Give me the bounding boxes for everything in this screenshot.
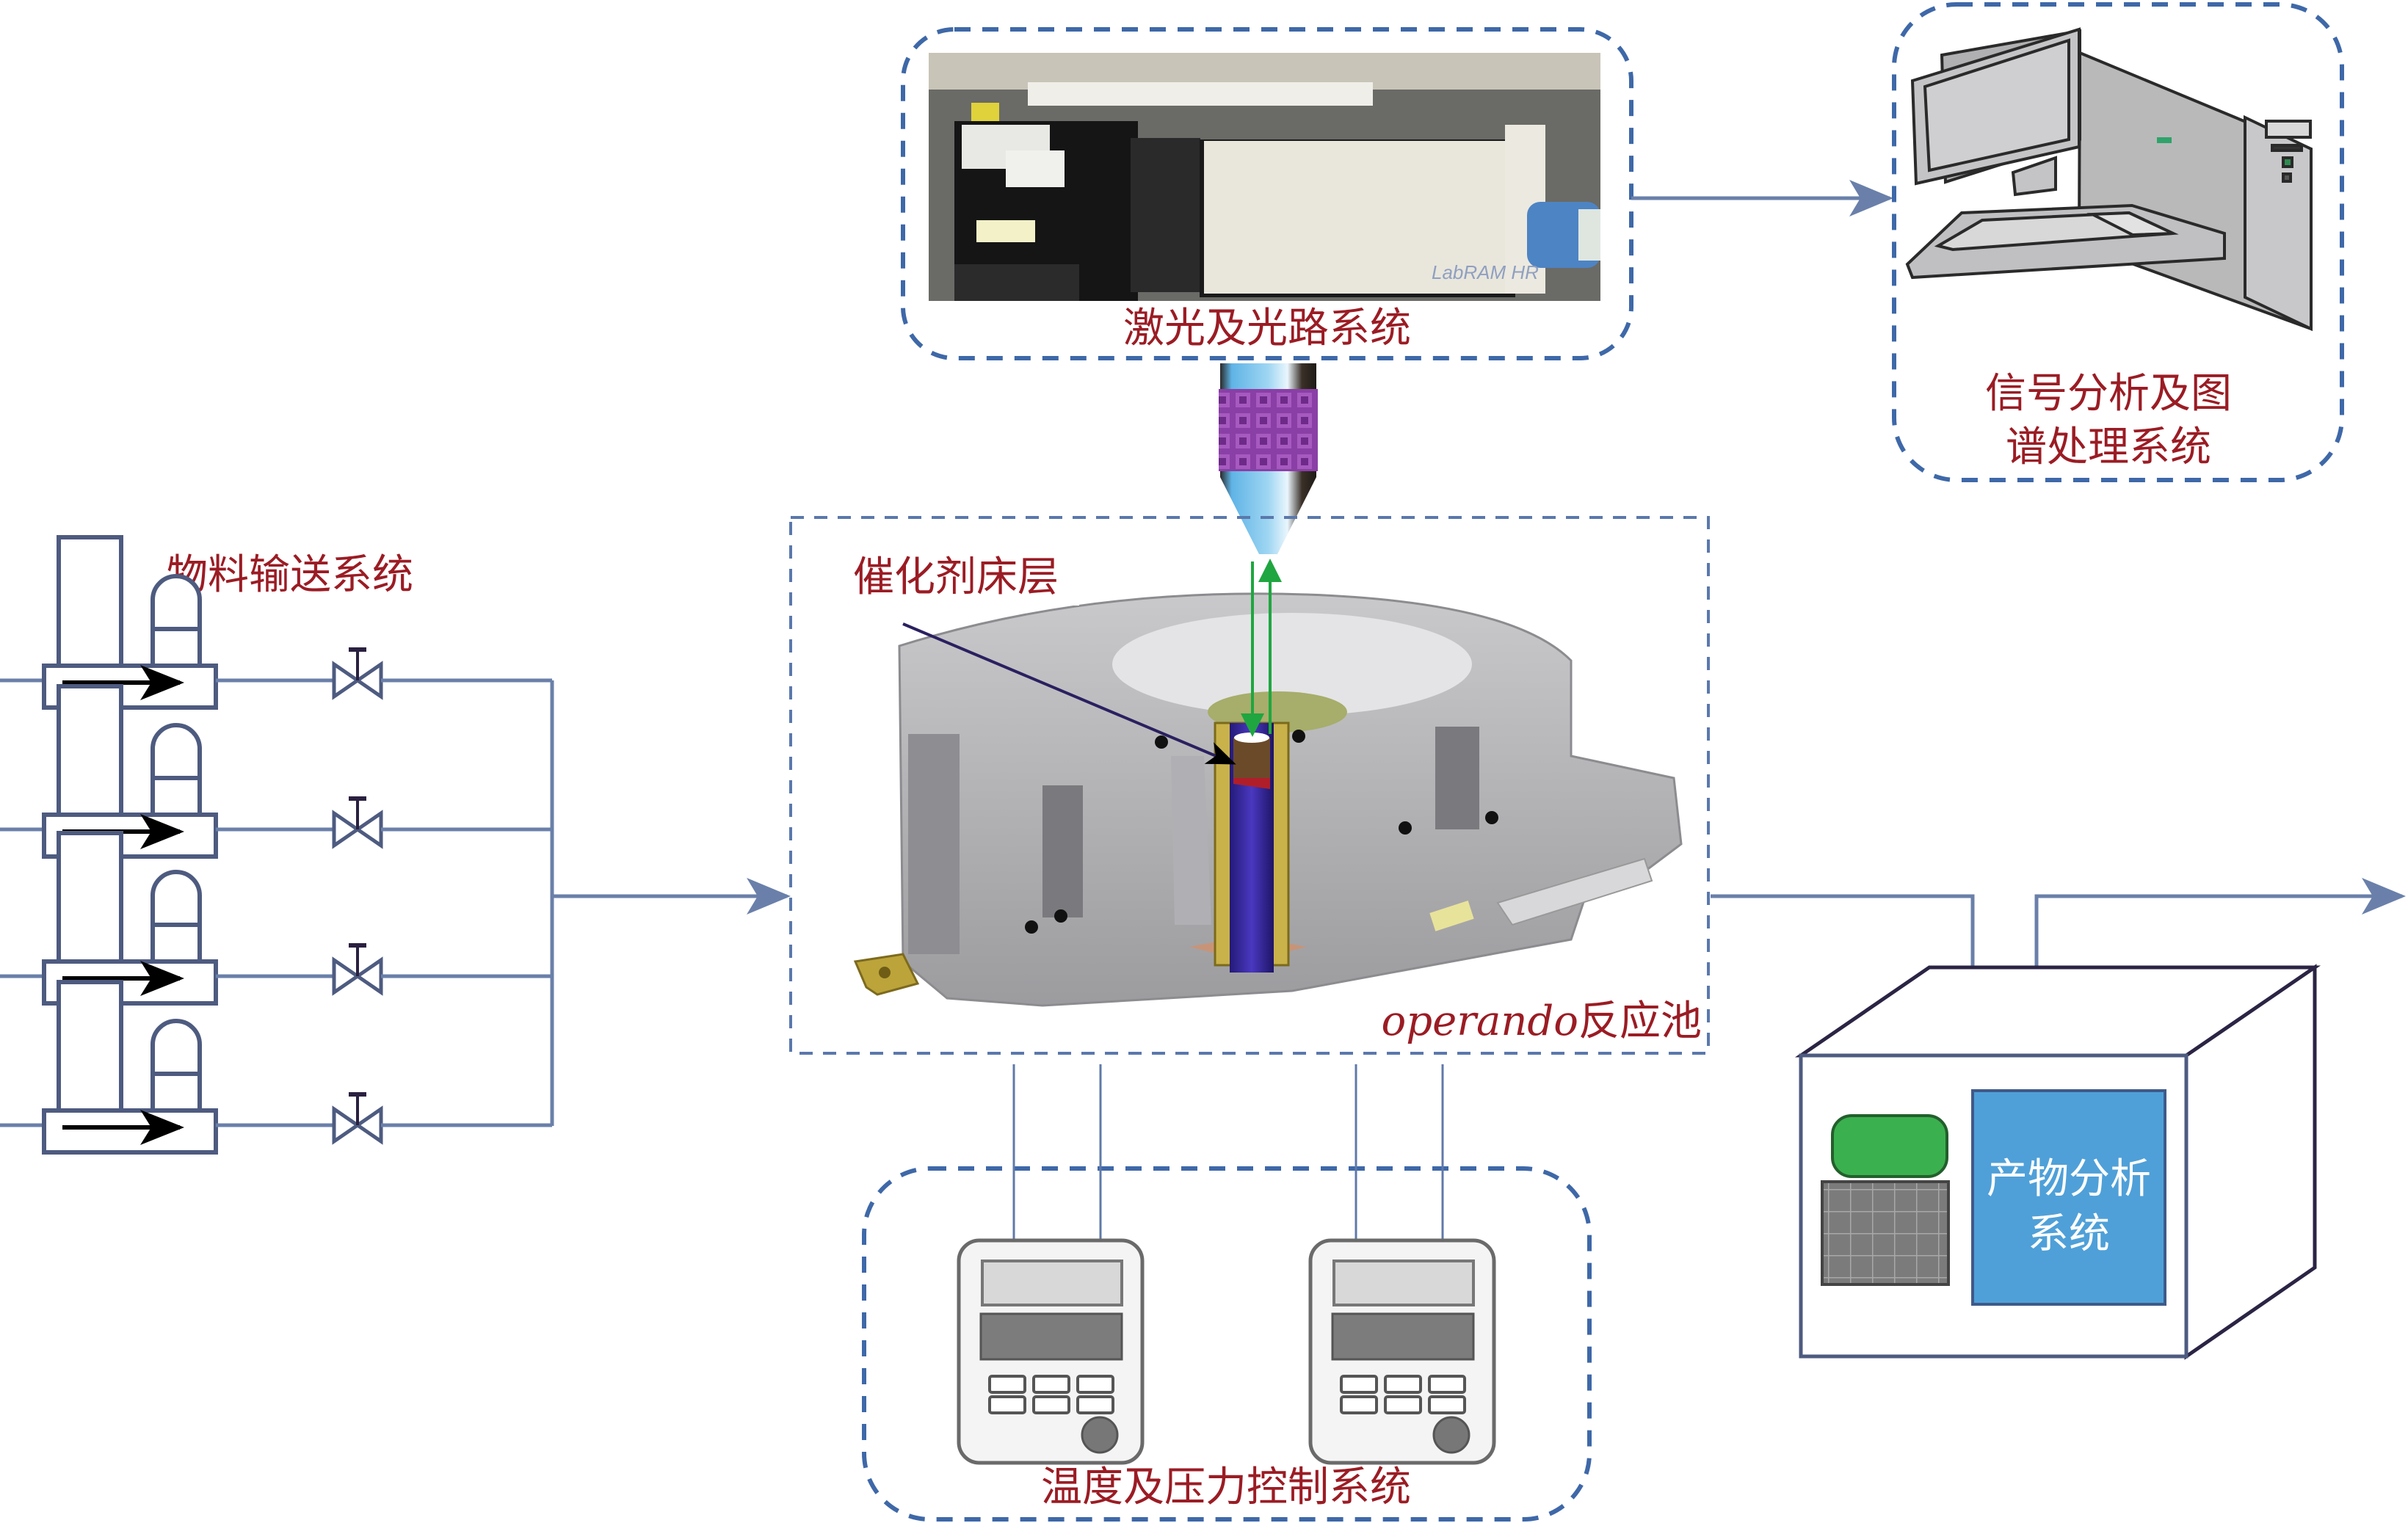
gas-cylinder-icon [57,535,123,683]
controller-button[interactable] [1340,1375,1378,1394]
controller-button[interactable] [1076,1395,1114,1414]
reactor-border [789,516,1710,1055]
reactor-label-italic: operando [1382,997,1579,1045]
controller-unit-2 [1308,1238,1496,1465]
mass-flow-controller-icon [42,1108,218,1155]
feed-line-1 [0,535,552,710]
reactor-label-rest: 反应池 [1578,997,1702,1045]
objective-lens-icon [1219,363,1318,554]
controller-button[interactable] [1384,1395,1422,1414]
gas-cylinder-icon [57,684,123,832]
reactor-label: operando反应池 [1382,997,1702,1045]
raman-spectrometer-photo: LabRAM HR [929,53,1600,301]
controller-button[interactable] [1032,1395,1070,1414]
signal-system-border [1892,2,2344,482]
catalyst-bed-leader [902,622,1236,765]
objective-knurled-ring [1219,389,1318,471]
feed-line-3 [0,831,552,1006]
catalyst-bed-label: 催化剂床层 [853,553,1059,601]
controller-knob-icon[interactable] [1432,1416,1470,1454]
controller-button[interactable] [1340,1395,1378,1414]
signal-system-label-line1: 信号分析及图 [1985,370,2232,418]
controller-knob-icon[interactable] [1081,1416,1119,1454]
controller-button[interactable] [1428,1395,1466,1414]
product-label-panel [1971,1089,2166,1306]
gas-cylinder-icon [57,980,123,1127]
control-system: 温度及压力控制系统 [862,1064,1592,1522]
controller-button[interactable] [988,1395,1026,1414]
control-system-label: 温度及压力控制系统 [1041,1464,1411,1511]
controller-display-bottom [979,1312,1123,1361]
display-grid-panel [1821,1180,1950,1286]
controller-button[interactable] [1076,1375,1114,1394]
controller-display-top [1332,1260,1475,1306]
labram-photo-caption: LabRAM HR [1432,261,1539,283]
catalyst-bed [1233,738,1270,778]
controller-button[interactable] [1384,1375,1422,1394]
reactor-cell-illustration [853,592,1683,1007]
signal-analysis-system: 信号分析及图 谱处理系统 [1892,2,2344,482]
laser-system-border [901,27,1633,360]
laser-system-label: 激光及光路系统 [1123,305,1411,352]
controller-button[interactable] [988,1375,1026,1394]
operando-reactor: 催化剂床层 operando反应池 [789,516,1710,1055]
controller-button[interactable] [1032,1375,1070,1394]
feed-system: 物料输送系统 [0,535,791,1155]
product-analysis-system: 产物分析 系统 [1794,964,2321,1360]
laser-optical-system: LabRAM HR 激光及光路系统 [901,27,1633,360]
status-indicator-green [1831,1114,1948,1178]
product-label-line1: 产物分析 [1987,1155,2151,1203]
controller-display-bottom [1331,1312,1475,1361]
feed-system-label: 物料输送系统 [167,551,413,599]
product-label-line2: 系统 [2028,1210,2110,1258]
controller-display-top [981,1260,1123,1306]
control-system-border [862,1166,1592,1522]
feed-line-4 [0,980,552,1155]
computer-icon [1905,27,2313,332]
controller-button[interactable] [1428,1375,1466,1394]
controller-unit-1 [957,1238,1145,1465]
signal-system-label-line2: 谱处理系统 [2006,424,2211,471]
gas-cylinder-icon [57,831,123,978]
